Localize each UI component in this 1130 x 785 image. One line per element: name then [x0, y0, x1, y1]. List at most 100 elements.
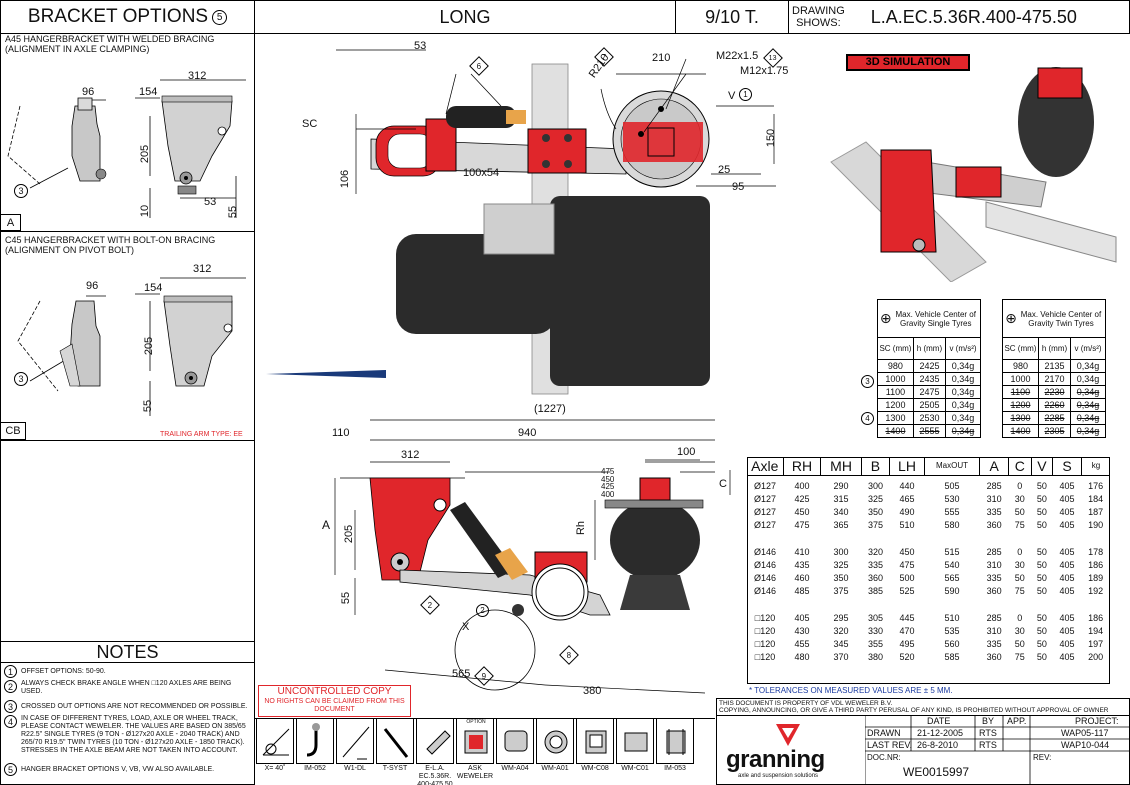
callout-1: 1	[739, 88, 752, 101]
drawing-code: L.A.EC.5.36R.400-475.50	[870, 6, 1077, 27]
clamp-bolt-icon	[666, 729, 686, 755]
axle-cell: □120	[754, 612, 776, 623]
axle-header: MH	[820, 457, 862, 476]
title-grid-lines	[865, 715, 1130, 785]
gravity-cell: 0,34g	[945, 372, 981, 386]
axle-cell: 485	[794, 585, 810, 596]
axle-cell: 505	[944, 480, 960, 491]
axle-cell: 560	[944, 638, 960, 649]
axle-cell: Ø127	[753, 519, 777, 530]
side-dim-x: X	[462, 621, 470, 633]
axle-cell: 375	[833, 585, 849, 596]
clamp-icon	[504, 730, 528, 752]
gravity-table-single: ⊕ Max. Vehicle Center of Gravity Single …	[877, 299, 981, 438]
axle-cell: 345	[833, 638, 849, 649]
axle-cell: 510	[944, 612, 960, 623]
notes-title: NOTES	[0, 641, 255, 663]
gravity-cell: 1000	[1002, 372, 1039, 386]
note-text: ALWAYS CHECK BRAKE ANGLE WHEN □120 AXLES…	[21, 680, 232, 695]
side-dim-100: 100	[677, 446, 696, 458]
col-app-label: APP.	[1007, 716, 1027, 726]
gravity-cell: 0,34g	[945, 398, 981, 412]
axle-cell: 186	[1088, 612, 1104, 623]
axle-cell: 580	[944, 519, 960, 530]
gravity-single-title-cell: ⊕ Max. Vehicle Center of Gravity Single …	[877, 299, 981, 338]
gravity-cell: 1000	[877, 372, 914, 386]
level-value: 475	[601, 467, 615, 476]
bracket-a-dim-10: 10	[139, 204, 152, 218]
capacity-value: 9/10 T.	[705, 6, 759, 27]
gravity-cell: 1300	[1002, 411, 1039, 425]
axle-cell: Ø146	[753, 572, 777, 583]
axle-cell: 405	[1059, 625, 1075, 636]
divider	[0, 440, 255, 441]
icon-label: IM-052	[304, 765, 326, 772]
axle-cell: 425	[794, 493, 810, 504]
axle-cell: 360	[986, 519, 1002, 530]
icon-cell	[336, 718, 374, 764]
axle-cell: 555	[944, 506, 960, 517]
note-number: 1	[4, 665, 17, 678]
gravity-cell: 2135	[1037, 359, 1072, 373]
axle-cell: 410	[794, 546, 810, 557]
col-project-label: PROJECT:	[1075, 716, 1119, 726]
axle-cell: 75	[1014, 585, 1025, 596]
axle-cell: 375	[867, 519, 883, 530]
axle-cell: 285	[986, 546, 1002, 557]
axle-cell: Ø127	[753, 493, 777, 504]
icon-cell	[256, 718, 294, 764]
axle-cell: 405	[1059, 638, 1075, 649]
axle-cell: 305	[867, 612, 883, 623]
top-dim-m12: M12x1.75	[740, 65, 789, 77]
gravity-cell: 0,34g	[1070, 411, 1106, 425]
axle-cell: 525	[899, 585, 915, 596]
gravity-marker-4: 4	[861, 412, 874, 425]
side-dim-565: 565	[452, 668, 471, 680]
note-number: 2	[4, 680, 17, 693]
divider	[0, 231, 255, 232]
axle-cell: 465	[899, 493, 915, 504]
axle-cell: Ø127	[753, 506, 777, 517]
axle-cell: 355	[867, 638, 883, 649]
callout-label: 9	[481, 671, 486, 681]
bracket-cb-marker: 3	[14, 372, 28, 386]
axle-cell: 430	[794, 625, 810, 636]
gravity-marker-3: 3	[861, 375, 874, 388]
icon-cell	[536, 718, 574, 764]
side-dim-312: 312	[401, 449, 420, 461]
side-dim-110: 110	[332, 427, 350, 439]
lastrev-project: WAP10-044	[1061, 740, 1110, 750]
icon-label: ASK WEWELER	[456, 765, 494, 780]
gravity-cell: 0,34g	[1070, 372, 1106, 386]
gravity-cell: 1100	[877, 385, 914, 399]
axle-cell: 530	[944, 493, 960, 504]
axle-cell: 295	[833, 612, 849, 623]
axle-cell: 535	[944, 625, 960, 636]
docnr-label: DOC.NR:	[867, 753, 901, 762]
axle-cell: 405	[1059, 612, 1075, 623]
axle-cell: 197	[1088, 638, 1104, 649]
axle-cell: 50	[1036, 612, 1047, 623]
top-dim-100x54: 100x54	[463, 167, 500, 179]
axle-cell: 184	[1088, 493, 1104, 504]
gravity-cell: 1400	[1002, 424, 1039, 438]
bracket-a-dim-55: 55	[227, 205, 240, 219]
axle-cell: 290	[833, 480, 849, 491]
axle-cell: 565	[944, 572, 960, 583]
icon-label: WM-A01	[541, 765, 569, 772]
bracket-a-drawing	[7, 79, 246, 218]
bracket-options-title: BRACKET OPTIONS	[27, 6, 209, 27]
axle-cell: □120	[754, 625, 776, 636]
gravity-header: h (mm)	[1037, 337, 1072, 360]
angle-icon	[262, 728, 290, 756]
col-by-label: BY	[982, 716, 995, 726]
gravity-cell: 2435	[912, 372, 947, 386]
axle-cell: 176	[1088, 480, 1104, 491]
gravity-cell: 2230	[1037, 385, 1072, 399]
